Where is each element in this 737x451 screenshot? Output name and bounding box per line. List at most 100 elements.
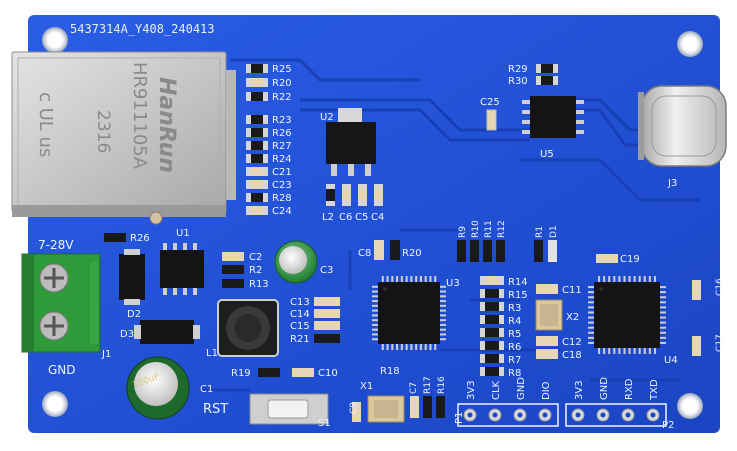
- label-c8: C8: [358, 248, 371, 259]
- p1-pin-label: DIO: [541, 381, 552, 400]
- label-r25: R25: [272, 64, 292, 75]
- mounting-hole: [42, 27, 68, 53]
- label-d1: D1: [549, 225, 559, 238]
- header-p1-outline: [457, 403, 559, 427]
- label-r26-top: R26: [272, 128, 292, 139]
- label-c21: C21: [272, 167, 292, 178]
- label-r4: R4: [508, 316, 521, 327]
- mounting-hole: [677, 393, 703, 419]
- label-u3: U3: [446, 278, 460, 289]
- label-c25: C25: [480, 97, 500, 108]
- label-d2: D2: [127, 309, 141, 320]
- capacitor-c1: 100uF: [126, 356, 190, 420]
- label-r19: R19: [231, 368, 251, 379]
- mounting-hole: [677, 31, 703, 57]
- p1-pin-label: CLK: [491, 380, 502, 400]
- label-r21: R21: [290, 334, 310, 345]
- label-r14: R14: [508, 277, 528, 288]
- label-r6: R6: [508, 342, 521, 353]
- resistors-c2-r13: [222, 252, 244, 288]
- label-r30: R30: [508, 76, 528, 87]
- reset-button-s1[interactable]: [249, 393, 329, 425]
- power-terminal-j1: [21, 253, 101, 353]
- label-c16: C16: [715, 278, 725, 296]
- label-r1: R1: [535, 226, 545, 238]
- label-r2: R2: [249, 265, 262, 276]
- caps-c8-r20: [374, 240, 400, 260]
- cap-c19: [596, 254, 618, 263]
- label-c9: C9: [349, 402, 359, 414]
- r1-d1: [534, 240, 557, 262]
- label-r28: R28: [272, 193, 292, 204]
- label-d3: D3: [120, 329, 134, 340]
- label-r18: R18: [380, 366, 400, 377]
- label-x2: X2: [566, 312, 579, 323]
- diode-d2: [119, 249, 145, 305]
- label-c11: C11: [562, 285, 582, 296]
- label-l2: L2: [322, 212, 334, 223]
- label-c7: C7: [409, 382, 419, 394]
- label-r5: R5: [508, 329, 521, 340]
- resistor-r26: [104, 233, 126, 242]
- rj45-brand: HanRun: [154, 77, 179, 173]
- rj45-jack: HanRun HR911105A 2316 c UL us: [11, 51, 236, 225]
- label-c14: C14: [290, 309, 310, 320]
- label-r12: R12: [497, 220, 507, 238]
- resistor-column-top: [246, 64, 268, 215]
- caps-l2-c4: [326, 184, 383, 206]
- diode-d3: [134, 320, 200, 344]
- power-label: 7-28V: [38, 238, 74, 252]
- label-c3: C3: [320, 265, 333, 276]
- p1-pin-label: 3V3: [466, 380, 477, 400]
- label-c10: C10: [318, 368, 338, 379]
- label-c18: C18: [562, 350, 582, 361]
- header-p2-pads[interactable]: [571, 408, 660, 422]
- label-r9: R9: [458, 226, 468, 238]
- chip-u4: [588, 276, 666, 354]
- label-l1: L1: [206, 348, 218, 359]
- rj45-cert-mark: c UL us: [35, 92, 56, 157]
- crystal-x2: [535, 284, 563, 359]
- label-j1: J1: [101, 349, 111, 360]
- header-p2-outline: [565, 403, 667, 427]
- label-c15: C15: [290, 321, 310, 332]
- label-u4: U4: [664, 355, 678, 366]
- regulator-u2: [326, 108, 376, 176]
- p1-pin-label: GND: [516, 377, 527, 400]
- resistors-r29-r30: [536, 64, 558, 85]
- cap-c17: [692, 336, 701, 356]
- resistor-array: [480, 276, 504, 376]
- label-c2: C2: [249, 252, 262, 263]
- label-r7: R7: [508, 355, 521, 366]
- p2-pin-label: TXD: [649, 379, 660, 401]
- label-r26: R26: [130, 233, 150, 244]
- resistors-r19-c10: [258, 368, 314, 377]
- label-r8: R8: [508, 368, 521, 379]
- chip-u3: [372, 276, 446, 350]
- label-r16: R16: [437, 376, 447, 394]
- usb-c-connector: [638, 85, 727, 167]
- crystal-x1: [367, 395, 405, 423]
- label-p2: P2: [662, 420, 674, 431]
- p2-pin-label: GND: [599, 377, 610, 400]
- label-c13: C13: [290, 297, 310, 308]
- label-c5: C5: [355, 212, 368, 223]
- parts-c7-r16: [410, 396, 445, 418]
- label-r24: R24: [272, 154, 292, 165]
- label-r11: R11: [484, 220, 494, 238]
- label-r10: R10: [471, 220, 481, 238]
- caps-c13-r21: [314, 297, 340, 343]
- label-c23: C23: [272, 180, 292, 191]
- p2-pin-label: RXD: [624, 378, 635, 400]
- gnd-label: GND: [48, 363, 76, 377]
- mounting-hole: [42, 391, 68, 417]
- label-u1: U1: [176, 228, 190, 239]
- header-p1-pads[interactable]: [463, 408, 552, 422]
- rj45-date-code: 2316: [93, 110, 113, 153]
- label-j3: J3: [667, 178, 677, 189]
- label-c24: C24: [272, 206, 292, 217]
- label-u2: U2: [320, 112, 334, 123]
- label-r15: R15: [508, 290, 528, 301]
- part-number: 5437314A_Y408_240413: [70, 22, 215, 36]
